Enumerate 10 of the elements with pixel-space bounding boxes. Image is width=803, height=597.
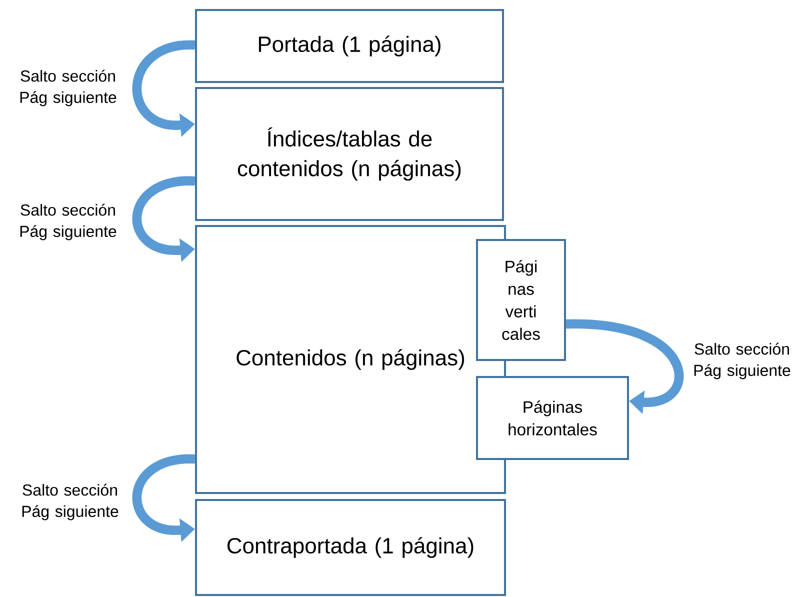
edge-label: Salto sección Pág siguiente xyxy=(20,70,116,106)
edge-label: Salto sección Pág siguiente xyxy=(20,204,116,240)
page-box: Portada (1 página) xyxy=(195,9,504,83)
page-box: Páginas horizontales xyxy=(476,376,629,460)
page-box: Pági nas verti cales xyxy=(476,239,566,361)
edge-label: Salto sección Pág siguiente xyxy=(694,342,790,380)
curved-arrow xyxy=(566,319,684,414)
edge-label: Salto sección Pág siguiente xyxy=(22,484,118,520)
page-box: Contraportada (1 página) xyxy=(195,499,506,596)
page-box: Índices/tablas de contenidos (n páginas) xyxy=(195,87,504,221)
